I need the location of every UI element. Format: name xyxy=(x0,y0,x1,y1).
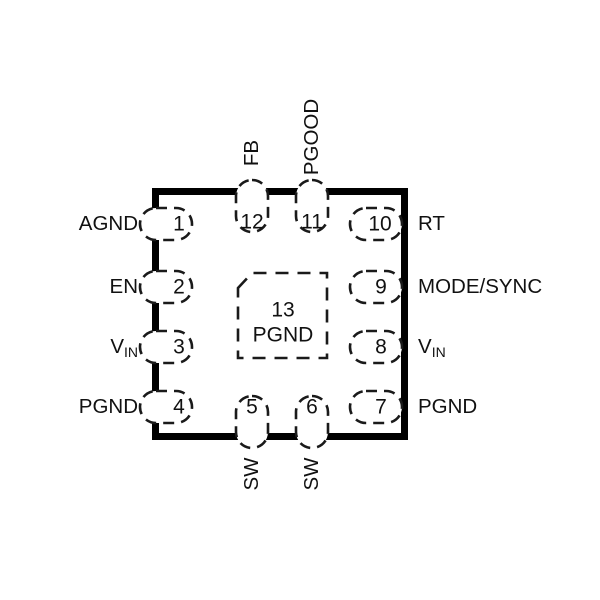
signal-label-sw-6-text: SW xyxy=(299,457,323,491)
pin-number-6: 6 xyxy=(306,396,318,419)
pin-pad-10: 10 xyxy=(348,206,404,242)
pin-number-7: 7 xyxy=(375,396,387,419)
signal-label-fb-text: FB xyxy=(239,139,263,167)
center-exposed-pad: 13 PGND xyxy=(236,271,329,360)
signal-label-vin-right-text: V xyxy=(418,334,432,358)
signal-label-pgnd-left: PGND xyxy=(0,394,138,418)
signal-label-pgnd-right-text: PGND xyxy=(418,394,478,418)
signal-label-rt: RT xyxy=(418,211,445,235)
signal-label-en-text: EN xyxy=(109,274,138,298)
signal-label-mode-sync: MODE/SYNC xyxy=(418,274,543,298)
pin-pad-12: 12 xyxy=(234,178,270,234)
pin-pad-5: 5 xyxy=(234,394,270,450)
pin-number-12: 12 xyxy=(240,211,263,234)
pin-pad-6: 6 xyxy=(294,394,330,450)
pin-number-3: 3 xyxy=(173,336,185,359)
pin-number-4: 4 xyxy=(173,396,185,419)
pin-pad-2: 2 xyxy=(138,269,194,305)
signal-label-agnd: AGND xyxy=(0,211,138,235)
pin-pad-11: 11 xyxy=(294,178,330,234)
signal-label-sw-5-text: SW xyxy=(239,457,263,491)
center-pad-number: 13 xyxy=(271,299,294,322)
signal-label-vin-left: VIN xyxy=(0,334,138,360)
signal-label-vin-left-text: V xyxy=(110,334,124,358)
pin-pad-3: 3 xyxy=(138,329,194,365)
pin-number-8: 8 xyxy=(375,336,387,359)
signal-label-rt-text: RT xyxy=(418,211,445,235)
signal-label-vin-left-sub: IN xyxy=(124,343,138,360)
pin-number-9: 9 xyxy=(375,276,387,299)
pin-number-5: 5 xyxy=(246,396,258,419)
pin-number-1: 1 xyxy=(173,213,185,236)
signal-label-mode-sync-text: MODE/SYNC xyxy=(418,274,543,298)
pin-pad-9: 9 xyxy=(348,269,404,305)
pin-pad-1: 1 xyxy=(138,206,194,242)
pin-pad-8: 8 xyxy=(348,329,404,365)
center-pad-name: PGND xyxy=(253,324,314,347)
pin-pad-4: 4 xyxy=(138,389,194,425)
signal-label-pgnd-right: PGND xyxy=(418,394,478,418)
signal-label-pgnd-left-text: PGND xyxy=(78,394,138,418)
pin-number-2: 2 xyxy=(173,276,185,299)
signal-label-en: EN xyxy=(0,274,138,298)
signal-label-vin-right: VIN xyxy=(418,334,446,360)
pin-number-11: 11 xyxy=(301,211,323,234)
signal-label-vin-right-sub: IN xyxy=(431,343,446,360)
pin-pad-7: 7 xyxy=(348,389,404,425)
signal-label-agnd-text: AGND xyxy=(78,211,138,235)
pin-number-10: 10 xyxy=(368,213,391,236)
signal-label-pgood-text: PGOOD xyxy=(299,98,323,176)
